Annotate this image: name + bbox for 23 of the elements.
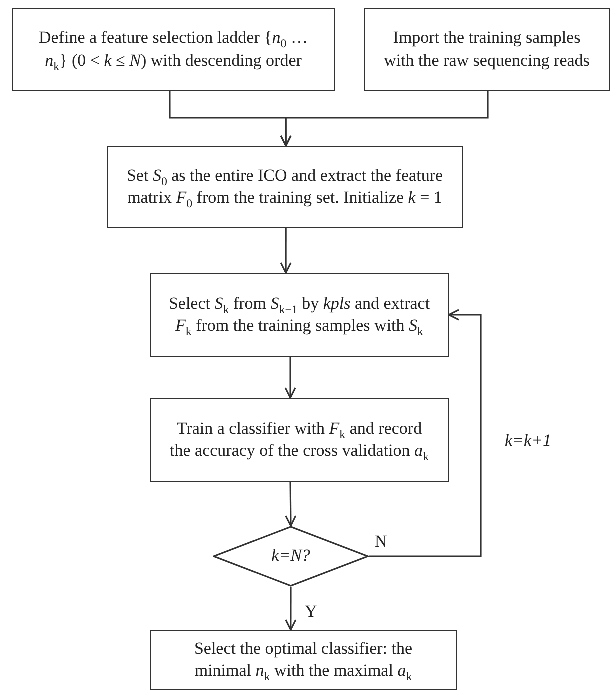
condition-text: k=N? <box>272 545 310 568</box>
arrow <box>280 228 292 274</box>
process-box <box>150 398 449 482</box>
process-box <box>107 146 463 228</box>
arrow <box>285 587 297 631</box>
step-text: Set S$_{0}$ as the entire ICO and extract the feature matrix F$_{0}$ from the training set. Initialize k = 1 <box>126 164 444 210</box>
edge-label: N <box>375 533 388 552</box>
process-box <box>364 8 610 91</box>
arrow <box>285 482 297 527</box>
arrow <box>280 91 489 147</box>
step-text: Select S$_{k}$ from S$_{k−1}$ by kpls and extract F$_{k}$ from the training samples with S$_{k}$ <box>168 292 432 338</box>
step-text: Define a feature selection ladder {n$_{0}$ … n$_{k}$} (0 < k ≤ N) with descending order <box>38 27 309 72</box>
process-box <box>150 630 457 690</box>
decision-diamond <box>213 526 369 587</box>
edge-label: Y <box>305 603 318 622</box>
step-text: Select the optimal classifier: the minimal n$_{k}$ with the maximal a$_{k}$ <box>193 638 414 682</box>
loop-label: k=k+1 <box>505 432 552 451</box>
process-box <box>150 273 449 357</box>
process-box <box>12 8 335 91</box>
arrow <box>369 309 482 558</box>
arrow <box>284 357 296 399</box>
step-text: Import the training samples with the raw sequencing reads <box>383 27 591 72</box>
step-text: Train a classifier with F$_{k}$ and record the accuracy of the cross validation a$_{k}$ <box>169 418 430 462</box>
